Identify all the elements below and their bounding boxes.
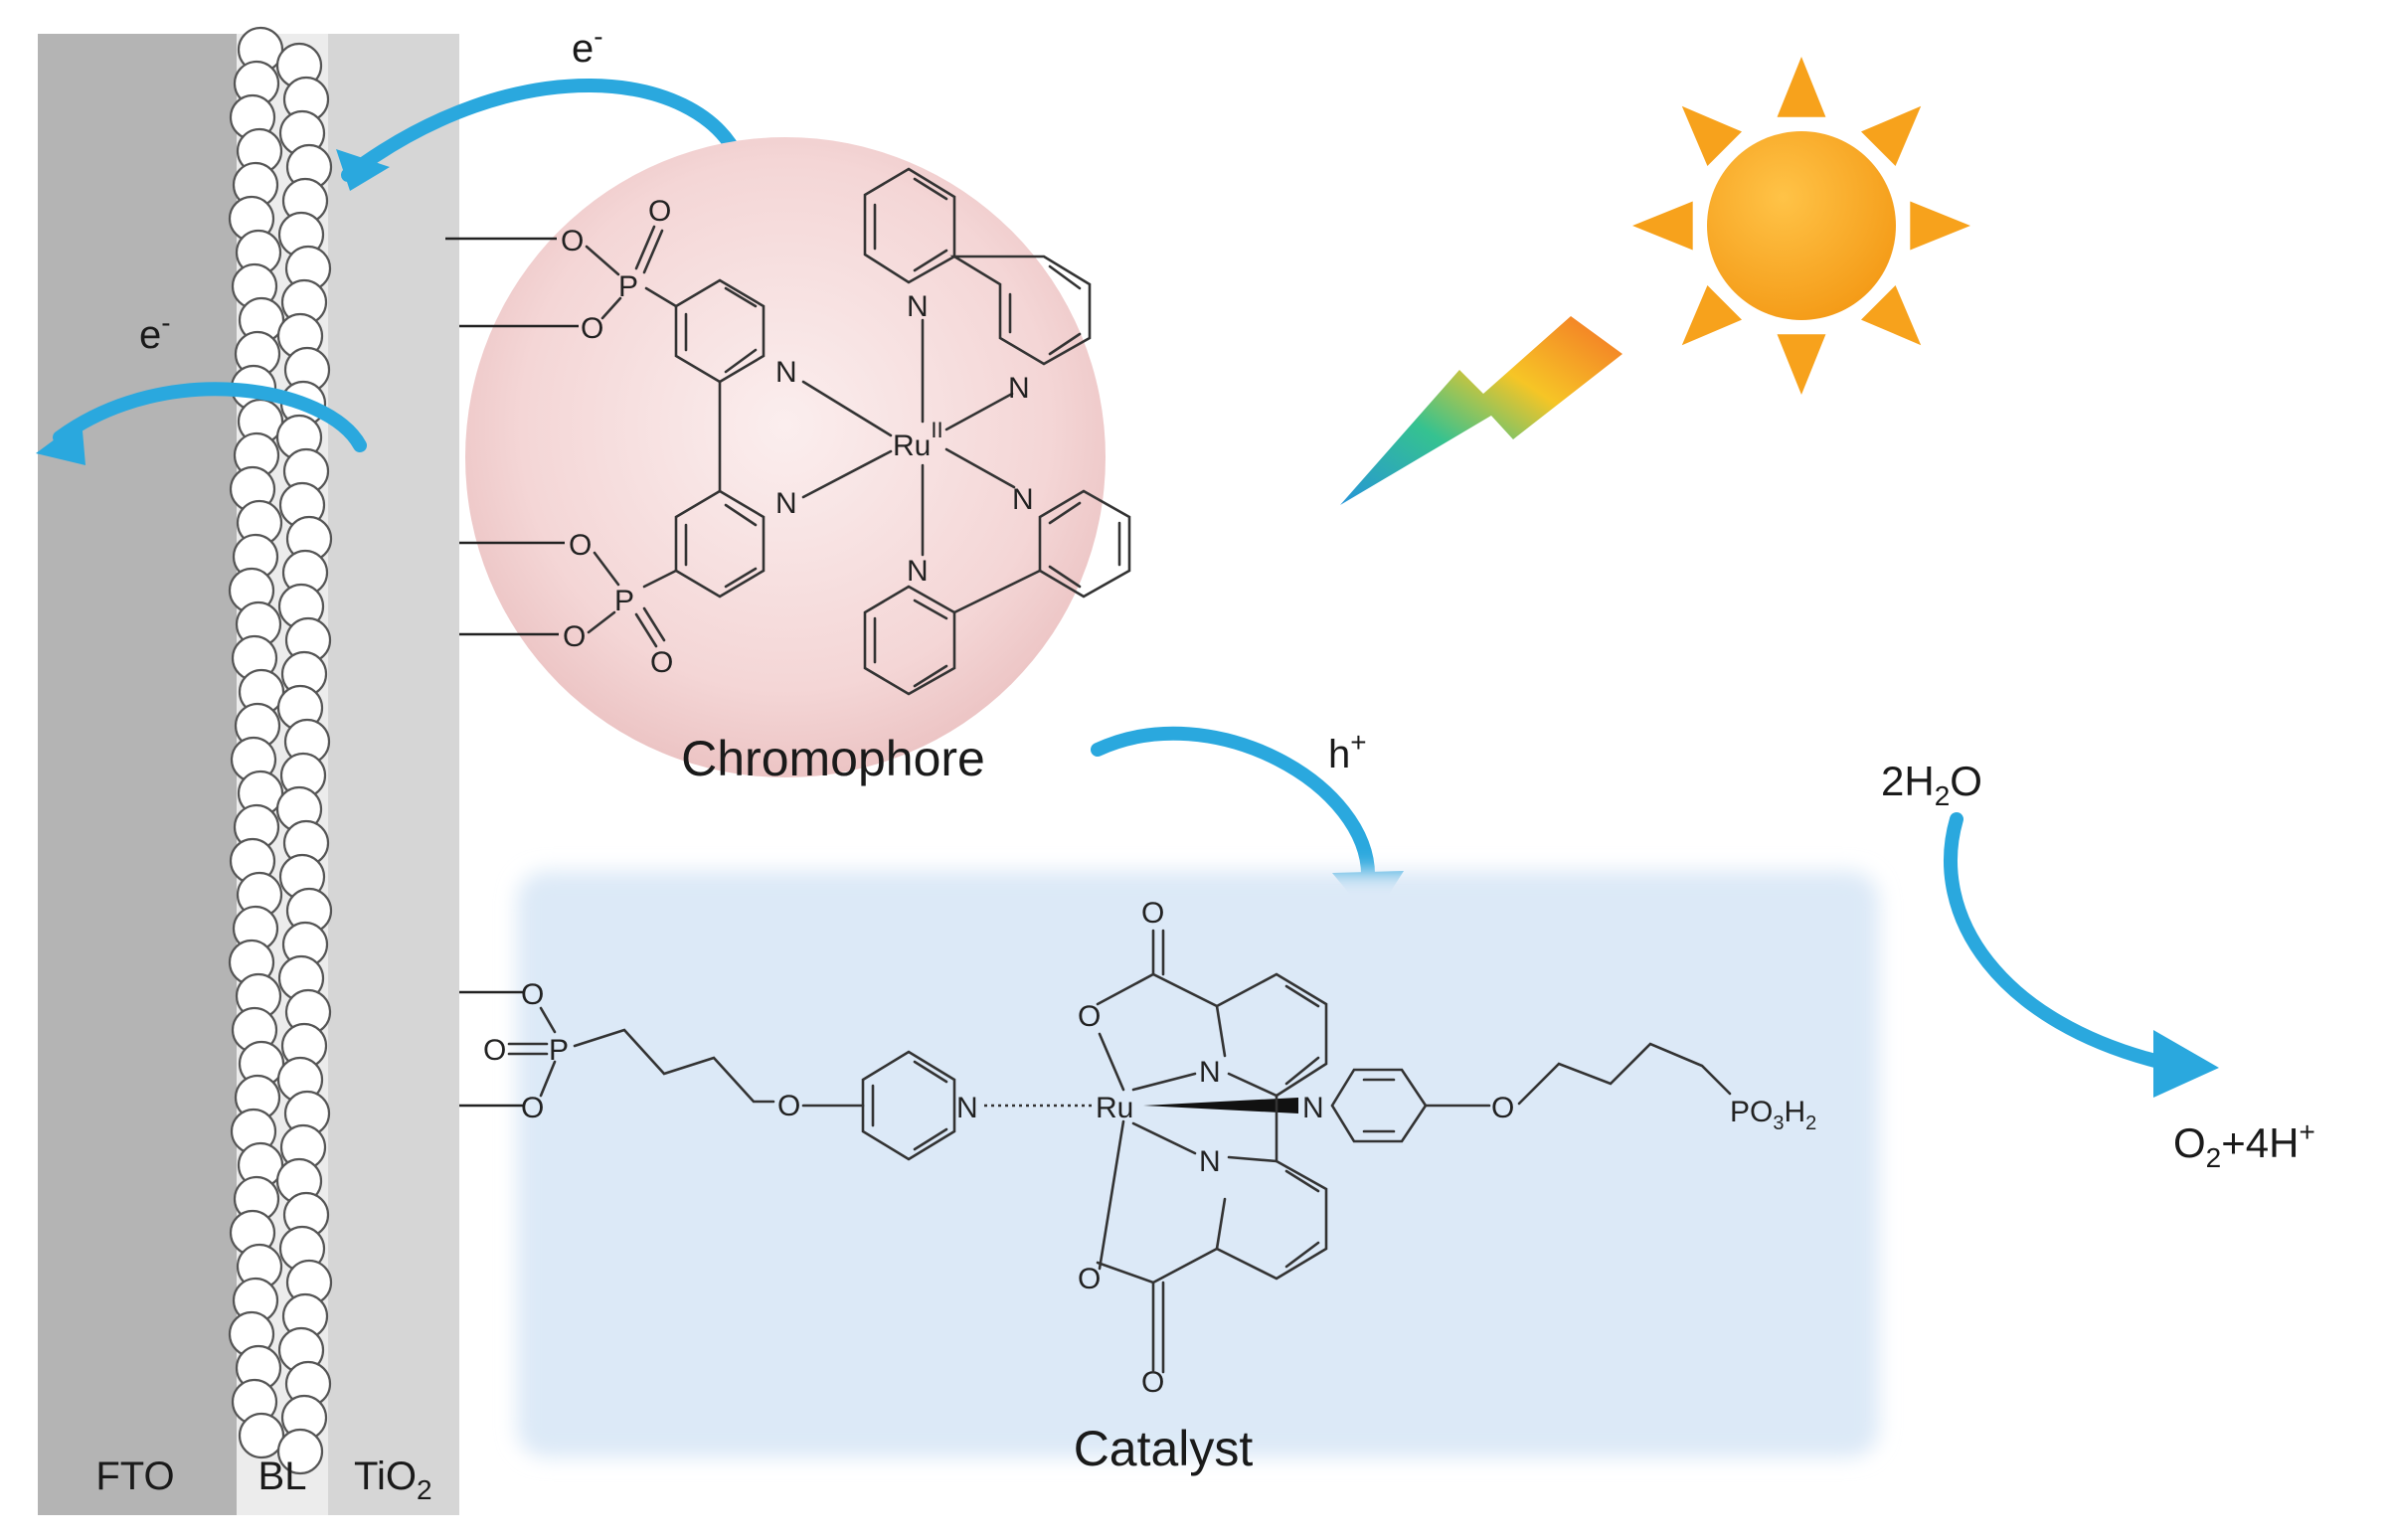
products-label: O2+4H+ (2173, 1116, 2315, 1173)
o-atom: O (1078, 1000, 1101, 1033)
arrowhead (36, 420, 85, 465)
light-bolt-icon (1340, 316, 1622, 505)
o-atom: O (561, 225, 584, 257)
n-atom: N (1199, 1056, 1221, 1089)
o-atom: O (563, 620, 586, 653)
sun-ray (1632, 201, 1693, 251)
n-atom: N (1008, 372, 1030, 405)
o-atom: O (521, 978, 544, 1011)
water-oxidation: 2H2O O2+4H+ (1881, 758, 2315, 1173)
sun-ray (1681, 285, 1742, 346)
o-atom: O (483, 1034, 506, 1067)
fto-layer (38, 34, 237, 1515)
sun-ray (1910, 201, 1970, 251)
o-atom: O (650, 646, 673, 679)
chromophore-molecule: O O P O O O P O N N RuII N (445, 167, 1131, 786)
catalyst-molecule: O O O P O N Ru N O PO3H2 N N O O O O (459, 897, 1816, 1476)
p-atom: P (549, 1034, 569, 1067)
p-atom: P (618, 270, 638, 303)
sun-ray (1777, 334, 1826, 395)
sun-ray (1777, 57, 1826, 117)
arrowhead (2153, 1030, 2219, 1098)
ru-center-catalyst: Ru (1096, 1092, 1133, 1124)
sun-ray (1861, 285, 1922, 346)
arrowhead (336, 149, 390, 191)
electron-collection-arrow: e- (36, 307, 367, 465)
n-atom: N (1302, 1092, 1324, 1124)
chromophore-label: Chromophore (681, 731, 985, 786)
ru-center-chromophore: RuII (893, 418, 943, 462)
nanoparticle-beads (228, 26, 333, 1475)
sun-ray (1681, 105, 1742, 166)
o-atom: O (1491, 1092, 1514, 1124)
electrode-stack: FTO BL TiO2 (38, 26, 459, 1515)
sun-icon (1632, 57, 1970, 395)
n-atom: N (956, 1092, 978, 1124)
o-atom: O (569, 529, 592, 562)
sun-ray (1861, 105, 1922, 166)
hole-label: h+ (1328, 727, 1367, 776)
electron-label-left: e- (139, 307, 171, 357)
n-atom: N (907, 555, 929, 588)
p-atom: P (614, 585, 634, 617)
n-atom: N (1199, 1145, 1221, 1178)
o-atom: O (1141, 897, 1164, 930)
nanoparticle-bead (238, 1412, 285, 1459)
nanoparticle-bead (276, 1428, 324, 1475)
bl-label: BL (258, 1454, 307, 1498)
o-atom: O (521, 1092, 544, 1124)
n-atom: N (775, 487, 797, 520)
electron-injection-arrow: e- (336, 21, 745, 191)
n-atom: N (775, 356, 797, 389)
electron-label-top: e- (572, 21, 603, 71)
fto-label: FTO (95, 1454, 174, 1498)
water-label: 2H2O (1881, 758, 1982, 811)
o-atom: O (581, 312, 603, 345)
catalyst-label: Catalyst (1074, 1421, 1254, 1476)
o-atom: O (777, 1090, 800, 1122)
catalyst-background (517, 871, 1879, 1457)
tio2-layer (328, 34, 459, 1515)
n-atom: N (907, 290, 929, 323)
o-atom: O (648, 195, 671, 228)
n-atom: N (1012, 483, 1034, 516)
o-atom: O (1078, 1263, 1101, 1295)
tio2-label: TiO2 (354, 1454, 432, 1505)
phosphonic-acid: PO3H2 (1730, 1096, 1816, 1134)
o-atom: O (1141, 1366, 1164, 1399)
